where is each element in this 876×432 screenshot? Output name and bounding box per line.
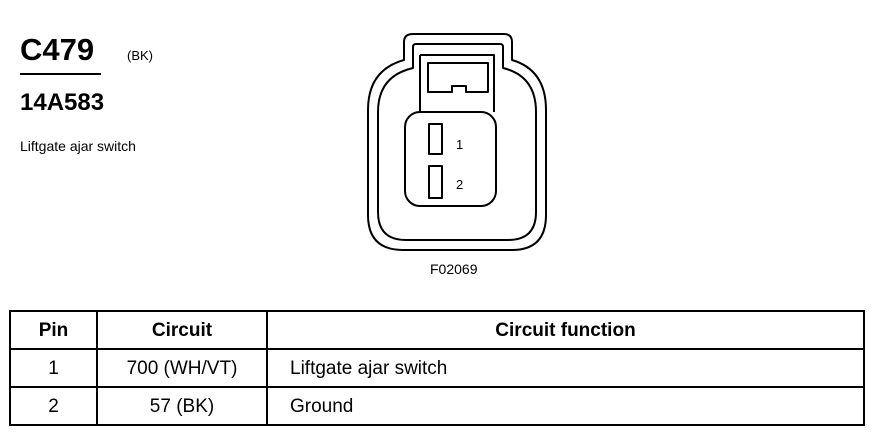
- part-number: 14A583: [20, 89, 105, 116]
- locking-tab: [420, 54, 495, 80]
- terminal-pin-2: [428, 165, 443, 199]
- pin-table: Pin Circuit Circuit function 1 700 (WH/V…: [9, 310, 865, 426]
- header-pin: Pin: [9, 310, 98, 350]
- component-description: Liftgate ajar switch: [20, 138, 136, 154]
- table-row: 1 700 (WH/VT) Liftgate ajar switch: [9, 348, 865, 388]
- pin-label-1: 1: [456, 137, 463, 152]
- cell-circuit-function: Ground: [266, 386, 865, 426]
- cell-circuit: 700 (WH/VT): [96, 348, 268, 388]
- connector-housing-outer: [367, 33, 547, 251]
- header-circuit: Circuit: [96, 310, 268, 350]
- cell-pin: 1: [9, 348, 98, 388]
- terminal-pin-1: [428, 123, 443, 155]
- connector-id-underline: [20, 73, 101, 75]
- connector-color: (BK): [127, 48, 153, 63]
- cell-circuit-function: Liftgate ajar switch: [266, 348, 865, 388]
- table-row: 2 57 (BK) Ground: [9, 386, 865, 426]
- terminal-cavity-block: [404, 111, 497, 207]
- connector-face-diagram: 1 2: [367, 33, 547, 251]
- table-header-row: Pin Circuit Circuit function: [9, 310, 865, 350]
- cell-circuit: 57 (BK): [96, 386, 268, 426]
- pin-label-2: 2: [456, 177, 463, 192]
- header-circuit-function: Circuit function: [266, 310, 865, 350]
- figure-id: F02069: [430, 261, 478, 277]
- connector-id: C479: [20, 32, 95, 67]
- cell-pin: 2: [9, 386, 98, 426]
- connector-housing-inner: [377, 43, 537, 241]
